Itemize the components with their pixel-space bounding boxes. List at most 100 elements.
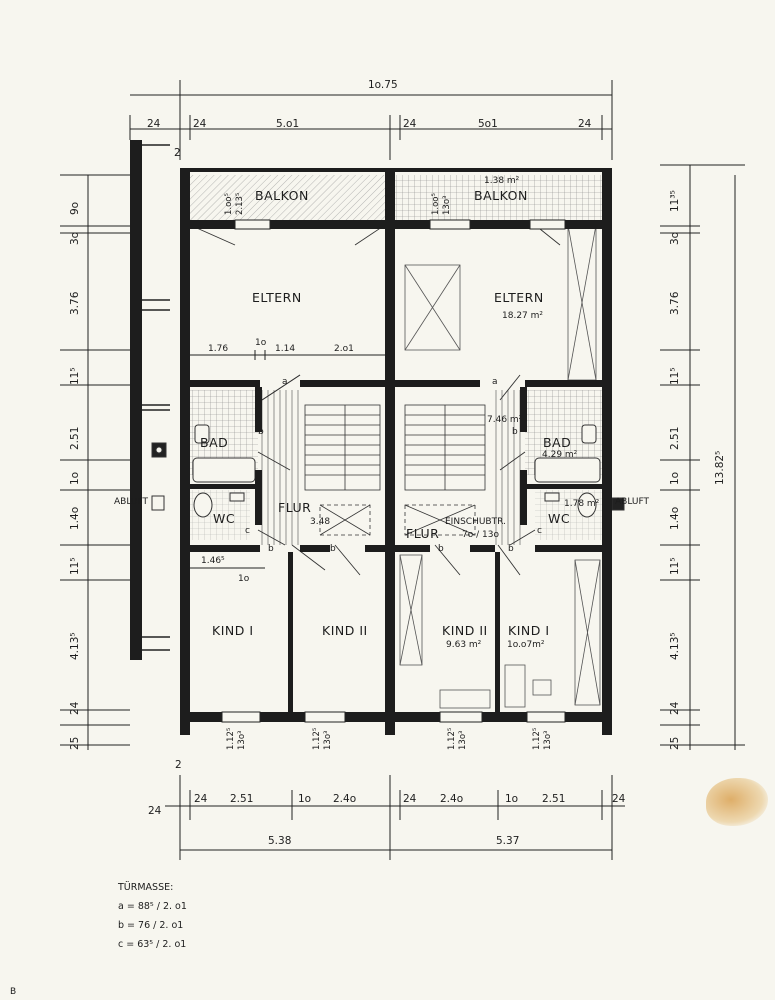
room-wc-left: WC: [213, 511, 236, 526]
dim-inner-1o: 1o: [255, 338, 267, 348]
room-flur-right: FLUR: [406, 526, 440, 541]
dim-right-total: 13.82⁵: [714, 450, 726, 485]
dim-einschubtreppe: 7o / 13o: [462, 530, 499, 540]
legend-c: c = 63⁵ / 2. o1: [118, 939, 187, 950]
door-letter-b-6: b: [508, 544, 514, 554]
walls: [180, 168, 612, 735]
label-einschubtreppe: EINSCHUBTR.: [445, 517, 506, 527]
window-dim-1a: 1.12⁵: [226, 727, 236, 750]
dim-left-7: 1.4o: [69, 506, 81, 530]
dim-inner-1o-b: 1o: [238, 574, 250, 584]
room-eltern-left: ELTERN: [252, 290, 302, 305]
dim-right-11: 25: [669, 736, 681, 750]
dim-left-5: 2.51: [69, 426, 81, 450]
dim-bottom-half-left: 5.38: [268, 835, 292, 847]
area-kind-ii-right: 9.63 m²: [446, 640, 482, 650]
window-dim-3a: 1.12⁵: [447, 727, 457, 750]
dim-left-6: 1o: [69, 471, 81, 485]
dim-left-2: 3o: [69, 231, 81, 245]
door-letter-a-2: a: [492, 377, 498, 387]
dim-top-2: 24: [193, 118, 207, 130]
area-bad-right: 4.29 m²: [542, 450, 578, 460]
room-wc-right: WC: [548, 511, 571, 526]
dim-bottom-4: 1o: [298, 793, 312, 805]
area-kind-i-right: 1o.o7m²: [507, 640, 545, 650]
dim-top-6: 24: [578, 118, 592, 130]
dim-top-4: 24: [403, 118, 417, 130]
balkon-window-dim-1: 1.oo⁵: [224, 193, 234, 215]
window-dim-1b: 13o³: [237, 730, 247, 750]
dim-right-1: 11³⁵: [669, 190, 681, 212]
corner-mark: B: [10, 987, 17, 997]
room-kind-ii-right: KIND II: [442, 623, 488, 638]
window-dim-4b: 13o³: [543, 730, 553, 750]
door-size-legend: TÜRMASSE: a = 88⁵ / 2. o1 b = 76 / 2. o1…: [118, 882, 187, 958]
wardrobes: [399, 224, 601, 709]
balkon-window-dim-3: 1.oo⁵: [431, 193, 441, 215]
door-letter-a-1: a: [282, 377, 288, 387]
label-abluft-right: ABLUFT: [615, 497, 650, 507]
room-bad-right: BAD: [543, 435, 572, 450]
dim-right-2: 3o: [669, 231, 681, 245]
label-abluft-left: ABLUFT: [114, 497, 149, 507]
dim-top-1: 24: [147, 118, 161, 130]
room-kind-i-left: KIND I: [212, 623, 254, 638]
dim-left-4: 11⁵: [69, 367, 81, 385]
dim-bottom-7: 2.4o: [440, 793, 464, 805]
dim-right-9: 4.13⁵: [669, 632, 681, 660]
dim-top-5: 5o1: [478, 118, 498, 130]
dim-left-3: 3.76: [69, 291, 81, 315]
room-kind-ii-left: KIND II: [322, 623, 368, 638]
area-landing: 7.46 m²: [487, 415, 523, 425]
dim-bottom-2: 24: [194, 793, 208, 805]
dim-right-8: 11⁵: [669, 557, 681, 575]
dim-top-3: 5.o1: [276, 118, 300, 130]
door-letter-b-2: b: [512, 427, 518, 437]
dim-left-9: 4.13⁵: [69, 632, 81, 660]
dimension-lines: [60, 80, 745, 860]
dim-bottom-5: 2.4o: [333, 793, 357, 805]
door-letter-c-1: c: [245, 526, 250, 536]
dim-right-6: 1o: [669, 471, 681, 485]
balcony-left-floor: [190, 175, 385, 220]
legend-a: a = 88⁵ / 2. o1: [118, 901, 187, 912]
door-letter-b-5: b: [438, 544, 444, 554]
room-eltern-right: ELTERN: [494, 290, 544, 305]
dim-bottom-8: 1o: [505, 793, 519, 805]
sanitary-fixtures: [151, 424, 625, 518]
legend-b: b = 76 / 2. o1: [118, 920, 184, 931]
room-balkon-left: BALKON: [255, 188, 309, 203]
balkon-window-dim-4: 13o³: [442, 195, 452, 215]
dim-inner-1465: 1.46⁵: [201, 556, 225, 566]
dim-bottom-half-right: 5.37: [496, 835, 520, 847]
balkon-window-dim-2: 2.13⁵: [235, 192, 245, 215]
window-dim-2b: 13o³: [323, 730, 333, 750]
balcony-right-floor: [395, 175, 605, 220]
neighbor-building-edge: [130, 140, 170, 660]
room-kind-i-right: KIND I: [508, 623, 550, 638]
paper-stain: [706, 778, 768, 826]
door-letter-b-3: b: [268, 544, 274, 554]
window-dim-4a: 1.12⁵: [532, 727, 542, 750]
room-balkon-right: BALKON: [474, 188, 528, 203]
area-flur-left: 3.48: [310, 517, 331, 527]
dim-left-10: 24: [69, 701, 81, 715]
dim-bottom-1: 24: [148, 805, 162, 817]
dim-right-7: 1.4o: [669, 506, 681, 530]
door-letter-b-4: b: [330, 544, 336, 554]
dim-bottom-3: 2.51: [230, 793, 254, 805]
dim-inner-2o1: 2.o1: [334, 344, 354, 354]
door-letter-b-1: b: [258, 427, 264, 437]
dim-bottom-10: 24: [612, 793, 626, 805]
room-flur-left: FLUR: [278, 500, 312, 515]
dim-inner-114: 1.14: [275, 344, 296, 354]
dim-left-11: 25: [69, 736, 81, 750]
dim-right-4: 11⁵: [669, 367, 681, 385]
dim-right-5: 2.51: [669, 426, 681, 450]
dim-total-width: 1o.75: [368, 79, 398, 91]
window-dim-2a: 1.12⁵: [312, 727, 322, 750]
staircase: [304, 404, 486, 536]
dim-left-1: 9o: [69, 201, 81, 215]
windows: [221, 219, 566, 723]
